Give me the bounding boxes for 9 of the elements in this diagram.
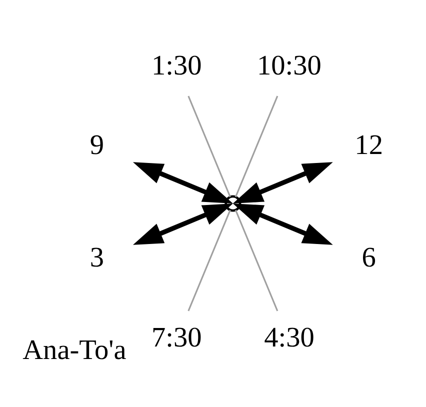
node-text: 12 <box>354 130 383 162</box>
node-text: 4:30 <box>264 322 314 354</box>
node-text: 7:30 <box>151 322 202 354</box>
node-text: 6 <box>362 242 376 274</box>
node-text: 9 <box>90 130 104 162</box>
node-text: 10:30 <box>257 50 322 82</box>
node-label: Ana-To'a <box>22 334 126 366</box>
node-text: 3 <box>90 242 104 274</box>
node-text: 1:30 <box>151 50 202 82</box>
